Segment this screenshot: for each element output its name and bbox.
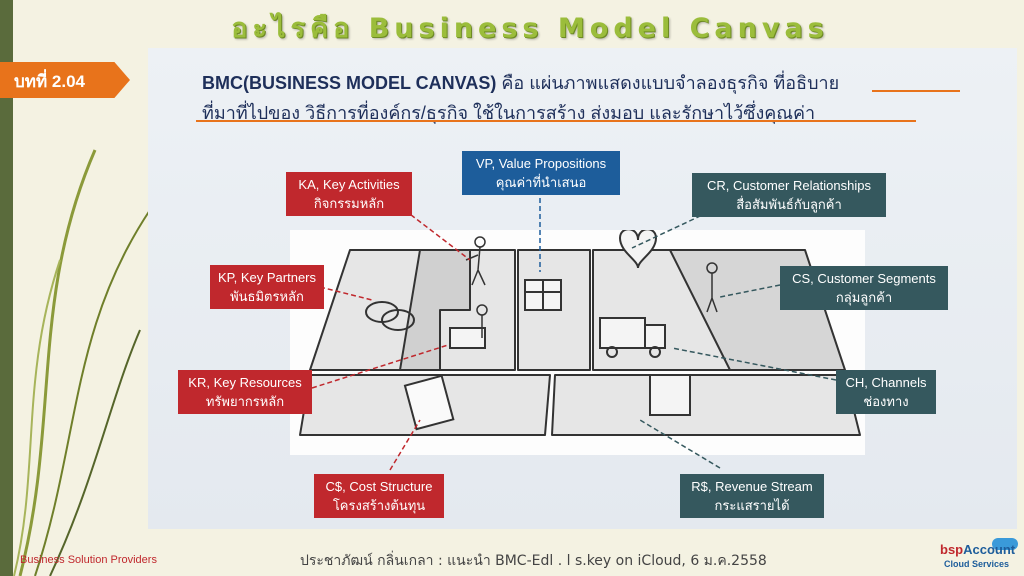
label-th: กิจกรรมหลัก (313, 196, 385, 211)
label-en: CS, Customer Segments (792, 271, 936, 286)
bsp-account-logo: bspAccount Cloud Services (934, 538, 1020, 574)
footer-company: Business Solution Providers (20, 554, 157, 566)
label-revenue-stream: R$, Revenue Stream กระแสรายได้ (680, 474, 824, 518)
logo-wordmark-a: bsp (940, 542, 964, 557)
left-accent-band (0, 0, 13, 576)
label-th: พันธมิตรหลัก (230, 289, 304, 304)
chapter-badge-label: บทที่ 2.04 (14, 72, 86, 91)
definition-term: BMC(BUSINESS MODEL CANVAS) (202, 73, 497, 93)
cloud-icon (992, 538, 1018, 550)
label-key-partners: KP, Key Partners พันธมิตรหลัก (210, 265, 324, 309)
label-customer-segments: CS, Customer Segments กลุ่มลูกค้า (780, 266, 948, 310)
highlight-underline (872, 90, 960, 92)
label-en: KA, Key Activities (298, 177, 400, 192)
logo-wordmark: bspAccount (940, 542, 1015, 557)
logo-wordmark-b: Account (963, 542, 1016, 557)
label-value-propositions: VP, Value Propositions คุณค่าที่นำเสนอ (462, 151, 620, 195)
label-th: กระแสรายได้ (714, 498, 790, 513)
label-th: สื่อสัมพันธ์กับลูกค้า (736, 197, 842, 212)
label-en: CH, Channels (845, 375, 927, 390)
label-key-resources: KR, Key Resources ทรัพยากรหลัก (178, 370, 312, 414)
definition-line-2: ที่มาที่ไปของ วิธีการที่องค์กร/ธุรกิจ ใช… (202, 103, 816, 123)
logo-tagline: Cloud Services (944, 559, 1010, 569)
label-key-activities: KA, Key Activities กิจกรรมหลัก (286, 172, 412, 216)
label-channels: CH, Channels ช่องทาง (836, 370, 936, 414)
label-th: คุณค่าที่นำเสนอ (495, 175, 587, 190)
label-th: ช่องทาง (863, 394, 909, 409)
slide-title: อะไรคือ Business Model Canvas (231, 13, 829, 44)
label-th: กลุ่มลูกค้า (835, 290, 893, 305)
label-en: KR, Key Resources (188, 375, 302, 390)
definition-line-1: BMC(BUSINESS MODEL CANVAS) คือ แผ่นภาพแส… (202, 68, 839, 97)
label-th: ทรัพยากรหลัก (205, 394, 285, 409)
label-en: CR, Customer Relationships (706, 178, 871, 193)
definition-underline (196, 120, 916, 122)
chapter-badge: บทที่ 2.04 (0, 62, 130, 98)
grass-decoration (13, 149, 151, 576)
definition-text-1: คือ แผ่นภาพแสดงแบบจำลองธุรกิจ (496, 73, 774, 93)
label-en: KP, Key Partners (217, 270, 317, 285)
label-th: โครงสร้างต้นทุน (332, 498, 426, 513)
definition-highlight: ที่อธิบาย (773, 73, 840, 93)
footer-credit: ประชาภัฒน์ กลิ่นเกลา : แนะนำ BMC-Edl . l… (300, 553, 767, 569)
business-model-canvas-sketch (299, 230, 861, 436)
label-en: VP, Value Propositions (475, 156, 607, 171)
label-en: C$, Cost Structure (325, 479, 433, 494)
label-customer-relationships: CR, Customer Relationships สื่อสัมพันธ์ก… (692, 173, 886, 217)
label-cost-structure: C$, Cost Structure โครงสร้างต้นทุน (314, 474, 444, 518)
label-en: R$, Revenue Stream (691, 479, 813, 494)
